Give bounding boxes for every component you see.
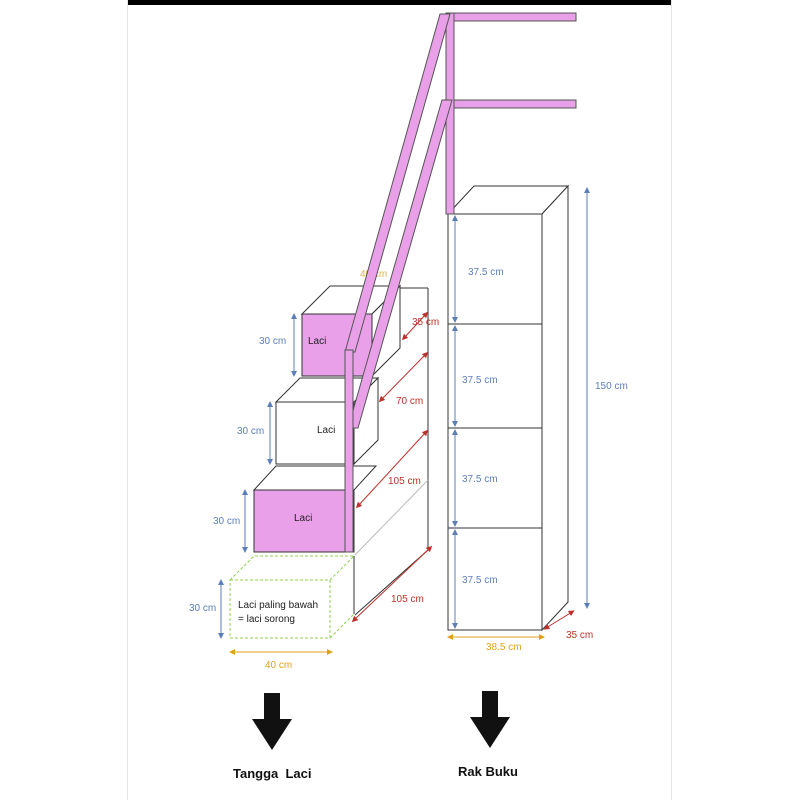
shelf-side: [541, 184, 569, 632]
shelf-height-3: 37.5 cm: [462, 474, 498, 485]
lower-drawer-label: Laci: [294, 513, 312, 524]
shelf-height-1: 37.5 cm: [468, 267, 504, 278]
rail-outer-diagonal: [344, 13, 451, 353]
height-label-4: 30 cm: [189, 603, 216, 614]
lower-drawer-front: [253, 489, 355, 553]
top-drawer-label: Laci: [308, 336, 326, 347]
shelf-arrow: [470, 691, 510, 748]
depth-label-2: 105 cm: [388, 476, 421, 487]
left-edge: [127, 0, 128, 800]
shelf-front: [447, 213, 543, 631]
depth-label-top: 35 cm: [412, 317, 439, 328]
rail-lower-post: [344, 349, 354, 553]
rail-inner-diagonal: [347, 99, 453, 429]
shelf-depth-arrow: [543, 610, 575, 630]
shelf-height-2: 37.5 cm: [462, 375, 498, 386]
bottom-drawer-lid: [228, 555, 356, 581]
shelf-total-height: 150 cm: [595, 381, 628, 392]
middle-drawer-label: Laci: [317, 425, 335, 436]
bottom-drawer-label-line2: = laci sorong: [238, 614, 295, 625]
rail-top-bar: [445, 12, 577, 22]
lower-drawer-lid: [252, 465, 378, 491]
shelf-section-dimensions: [452, 187, 590, 629]
bookshelf: [446, 184, 570, 632]
middle-drawer-front: [275, 401, 355, 465]
shelf-width-label: 38.5 cm: [486, 642, 522, 653]
height-label-3: 30 cm: [213, 516, 240, 527]
bottom-drawer-front: [229, 579, 331, 639]
shelf-caption: Rak Buku: [458, 764, 518, 779]
height-label-2: 30 cm: [237, 426, 264, 437]
top-border: [127, 0, 672, 5]
stair-height-dimensions: [218, 313, 297, 639]
bottom-drawer-label-line1: Laci paling bawah: [238, 600, 318, 611]
shelf-height-4: 37.5 cm: [462, 575, 498, 586]
depth-label-1: 70 cm: [396, 396, 423, 407]
depth-label-3: 105 cm: [391, 594, 424, 605]
height-label-1: 30 cm: [259, 336, 286, 347]
bottom-width-label: 40 cm: [265, 660, 292, 671]
stair-depth-dimensions: [351, 311, 433, 623]
handrail: [344, 12, 577, 553]
right-edge: [671, 0, 672, 800]
stair-arrow: [252, 693, 292, 750]
rail-second-bar: [445, 99, 577, 109]
shelf-depth-label: 35 cm: [566, 630, 593, 641]
stair-caption: Tangga Laci: [233, 766, 312, 781]
